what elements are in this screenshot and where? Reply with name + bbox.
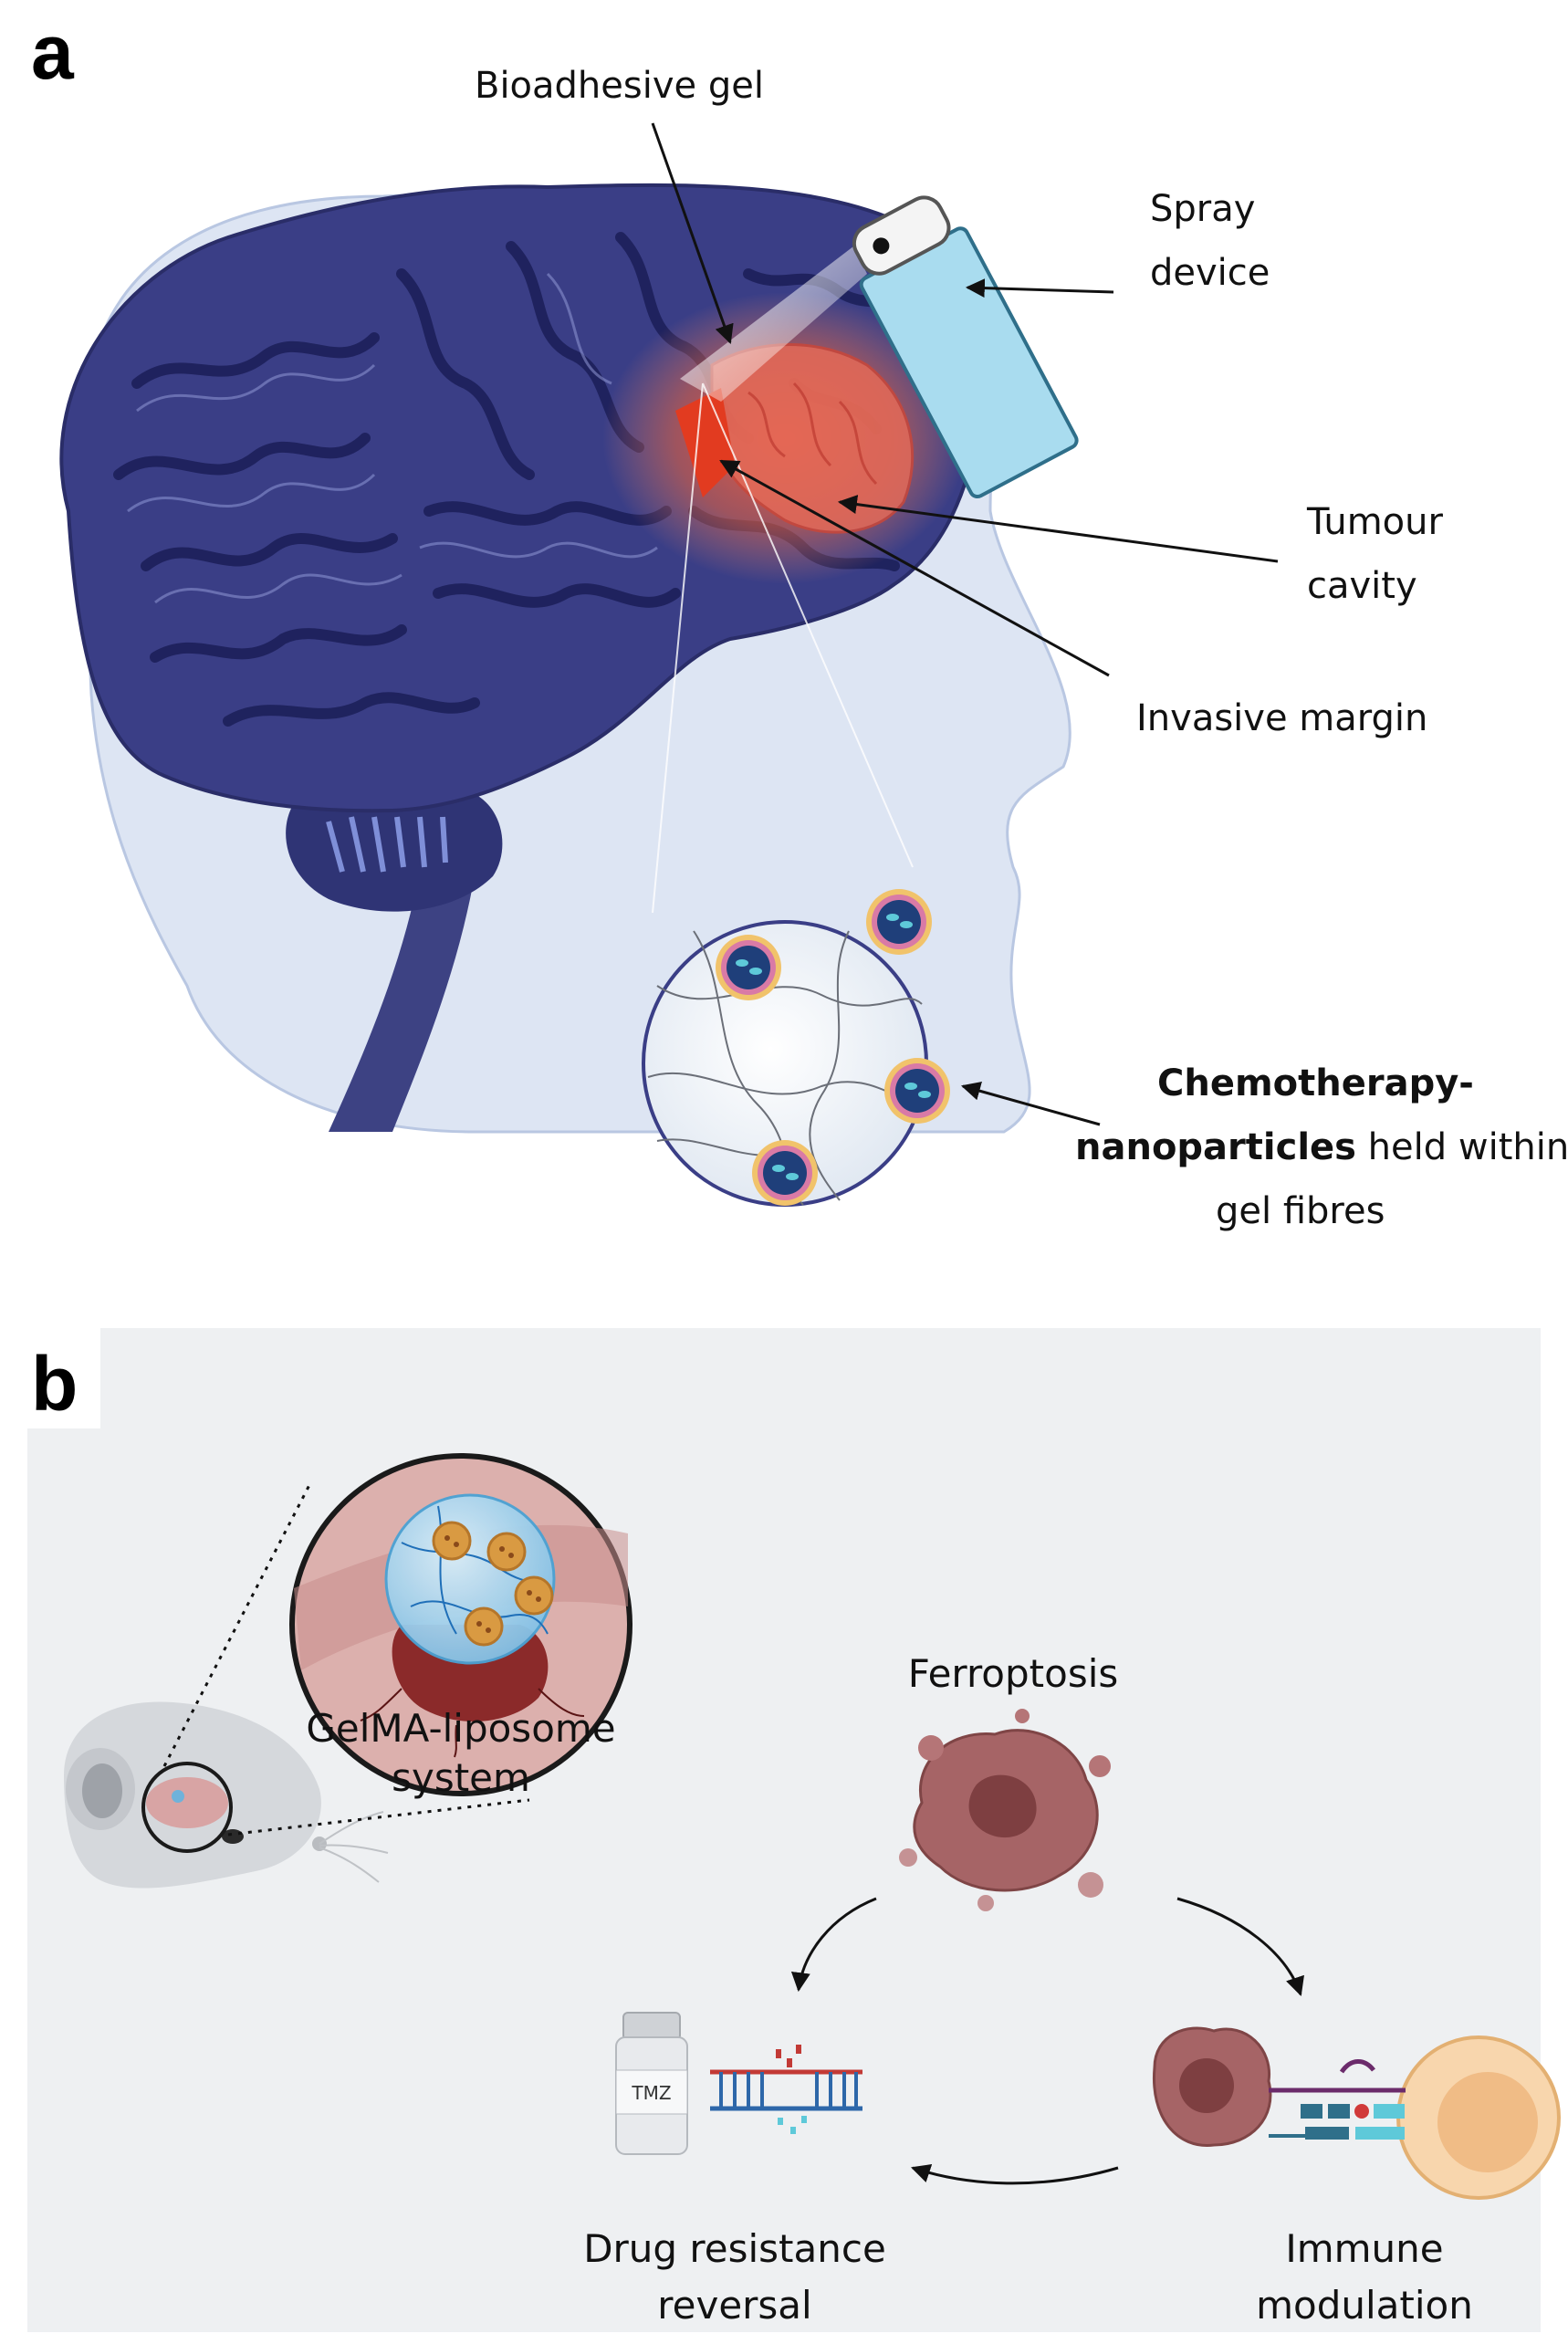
liposome — [486, 1532, 527, 1572]
zoom-dotted-lines — [162, 1482, 530, 1836]
label-gelma-line2: system — [392, 1755, 530, 1800]
label-gelma-line1: GelMA-liposome — [306, 1706, 615, 1751]
brain-gyri-highlights — [127, 272, 658, 604]
t-cell — [1396, 2035, 1561, 2200]
liposome — [432, 1521, 472, 1561]
label-drug-resistance-line2: reversal — [657, 2283, 811, 2328]
liposome — [514, 1575, 554, 1616]
mouse-whiskers — [319, 1811, 389, 1883]
label-chemo-line3: gel fibres — [1216, 1190, 1385, 1232]
label-drug-resistance-line1: Drug resistance — [583, 2226, 886, 2271]
label-immune-line2: modulation — [1256, 2283, 1473, 2328]
tumour-texture — [747, 382, 878, 486]
spray-mist — [680, 246, 867, 402]
nanoparticle — [884, 1058, 950, 1124]
cerebellum-folds — [326, 816, 448, 873]
label-invasive-margin: Invasive margin — [1136, 697, 1427, 739]
label-immune-line1: Immune — [1285, 2226, 1443, 2271]
tmz-bottle: TMZ — [615, 2012, 688, 2155]
nanoparticle — [866, 889, 932, 955]
dna-icon — [710, 2045, 862, 2134]
panel-b: b — [27, 1328, 1561, 2332]
ferroptotic-cell — [899, 1709, 1111, 1911]
mouse-brain — [146, 1777, 228, 1828]
tumour-cell — [1152, 2026, 1272, 2147]
receptor-ligand — [1269, 2059, 1406, 2140]
mouse — [64, 1701, 389, 1889]
label-chemo-bold2: nanoparticles — [1075, 1126, 1356, 1168]
panel-a: a — [31, 9, 1568, 1232]
panel-b-letter-box — [27, 1328, 100, 1428]
panel-a-letter: a — [31, 9, 75, 95]
mouse-zoom-circle — [141, 1762, 233, 1853]
cerebellum — [286, 794, 503, 912]
arrow-spray-device — [965, 278, 1114, 298]
label-chemo-line2: nanoparticles held within — [1075, 1126, 1568, 1168]
label-chemo-line1: Chemotherapy- — [1157, 1062, 1474, 1104]
nanoparticle-zoom — [642, 889, 950, 1207]
label-spray-device-line2: device — [1150, 252, 1270, 294]
label-chemo-rest2: held within — [1356, 1126, 1568, 1168]
nanoparticle — [752, 1140, 818, 1206]
tumour-cavity — [710, 343, 915, 534]
tmz-label: TMZ — [631, 2082, 671, 2104]
label-tumour-cavity-line2: cavity — [1307, 565, 1417, 607]
cycle-arrows — [790, 1897, 1304, 2185]
gelma-zoom: GelMA-liposome system — [289, 1453, 632, 1800]
spray-device — [852, 195, 1079, 499]
label-spray-device-line1: Spray — [1150, 188, 1255, 230]
arrow-to-drug-resistance — [790, 1897, 877, 1993]
label-ferroptosis: Ferroptosis — [908, 1651, 1119, 1696]
arrow-to-immune-modulation — [1176, 1897, 1304, 1996]
arrow-tumour-cavity — [837, 495, 1279, 563]
liposome — [464, 1606, 504, 1647]
arrow-immune-to-drug — [911, 2164, 1119, 2185]
panel-b-letter: b — [31, 1341, 78, 1427]
label-bioadhesive-gel: Bioadhesive gel — [475, 65, 764, 107]
arrow-bioadhesive-gel — [651, 122, 734, 344]
callout-arrows — [651, 122, 1279, 1126]
arrow-invasive-margin — [719, 459, 1110, 677]
arrow-nanoparticles — [960, 1081, 1101, 1126]
label-tumour-cavity-line1: Tumour — [1306, 501, 1444, 543]
nanoparticle — [716, 935, 781, 1000]
